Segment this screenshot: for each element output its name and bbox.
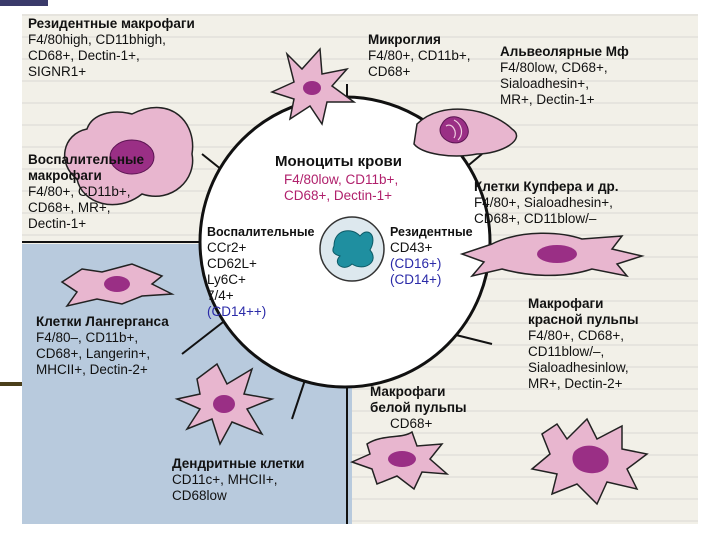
- red-pulp-macrophages-label: Макрофаги красной пульпы F4/80+, CD68+, …: [528, 296, 639, 392]
- center-markers: F4/80low, CD11b+, CD68+, Dectin-1+: [284, 172, 398, 204]
- resident-monocyte-title: Резидентные: [390, 225, 473, 239]
- label-title: белой пульпы: [370, 400, 467, 415]
- inflammatory-monocyte-title: Воспалительные: [207, 225, 315, 239]
- inflammatory-monocyte-block: Воспалительные CCr2+ CD62L+ Ly6C+ 7/4+ (…: [207, 224, 314, 320]
- label-title: Макрофаги: [528, 296, 604, 311]
- kupffer-cells-label: Клетки Купфера и др. F4/80+, Sialoadhesi…: [474, 179, 619, 227]
- microglia-cell: [269, 47, 357, 126]
- alveolar-macrophage-cell: [413, 108, 518, 157]
- label-title: Дендритные клетки: [172, 456, 305, 471]
- label-title: Альвеолярные Мф: [500, 44, 629, 59]
- label-line: F4/80+, Sialoadhesin+,: [474, 195, 613, 210]
- alveolar-macrophages-label: Альвеолярные Мф F4/80low, CD68+, Siaload…: [500, 44, 629, 108]
- label-line: CD68+, CD11blow/–: [474, 211, 597, 226]
- label-line: Dectin-1+: [28, 216, 87, 231]
- label-title: макрофаги: [28, 168, 102, 183]
- label-title: Резидентные макрофаги: [28, 16, 195, 31]
- marker-line: 7/4+: [207, 288, 234, 303]
- label-line: MHCII+, Dectin-2+: [36, 362, 148, 377]
- slide-side-marker: [0, 382, 22, 386]
- label-title: красной пульпы: [528, 312, 639, 327]
- label-title: Клетки Лангерганса: [36, 314, 169, 329]
- label-title: Клетки Купфера и др.: [474, 179, 619, 194]
- red-pulp-macrophage-cell: [530, 417, 649, 506]
- resident-macrophage-cell: [63, 106, 194, 206]
- marker-line: (CD14++): [207, 304, 267, 319]
- label-line: CD11blow/–,: [528, 344, 605, 359]
- label-line: F4/80low, CD68+,: [500, 60, 608, 75]
- center-title-block: Моноциты крови: [275, 154, 402, 170]
- label-line: F4/80–, CD11b+,: [36, 330, 139, 345]
- label-line: MR+, Dectin-2+: [528, 376, 623, 391]
- center-marker-line: F4/80low, CD11b+,: [284, 172, 399, 187]
- white-pulp-macrophage-cell: [349, 430, 450, 491]
- label-line: CD68+: [368, 64, 411, 79]
- microglia-label: Микроглия F4/80+, CD11b+, CD68+: [368, 32, 471, 80]
- label-line: Sialoadhesinlow,: [528, 360, 629, 375]
- label-line: CD68low: [172, 488, 227, 503]
- label-line: SIGNR1+: [28, 64, 87, 79]
- label-line: CD68+, Dectin-1+,: [28, 48, 140, 63]
- resident-macrophages-label: Резидентные макрофаги F4/80high, CD11bhi…: [28, 16, 195, 80]
- label-line: F4/80+, CD11b+,: [368, 48, 471, 63]
- marker-line: Ly6C+: [207, 272, 246, 287]
- label-title: Воспалительные: [28, 152, 145, 167]
- marker-line: CD62L+: [207, 256, 257, 271]
- label-title: Микроглия: [368, 32, 441, 47]
- label-line: F4/80+, CD68+,: [528, 328, 625, 343]
- resident-monocyte-block: Резидентные CD43+ (CD16+) (CD14+): [390, 224, 473, 288]
- label-line: Sialoadhesin+,: [500, 76, 589, 91]
- label-line: CD68+, MR+,: [28, 200, 111, 215]
- left-margin: [0, 0, 22, 540]
- marker-line: (CD14+): [390, 272, 442, 287]
- label-line: CD68+: [390, 416, 433, 431]
- slide-top-bar: [0, 0, 48, 6]
- label-line: MR+, Dectin-1+: [500, 92, 595, 107]
- marker-line: CCr2+: [207, 240, 247, 255]
- langerhans-cells-label: Клетки Лангерганса F4/80–, CD11b+, CD68+…: [36, 314, 169, 378]
- marker-line: (CD16+): [390, 256, 442, 271]
- marker-line: CD43+: [390, 240, 433, 255]
- center-marker-line: CD68+, Dectin-1+: [284, 188, 393, 203]
- center-title: Моноциты крови: [275, 153, 402, 170]
- label-line: CD11c+, MHCII+,: [172, 472, 278, 487]
- kupffer-cell: [459, 232, 645, 278]
- label-line: F4/80+, CD11b+,: [28, 184, 131, 199]
- diagram-slide: Моноциты крови F4/80low, CD11b+, CD68+, …: [22, 14, 698, 524]
- dendritic-cell: [174, 362, 275, 446]
- label-title: Макрофаги: [370, 384, 446, 399]
- inflammatory-macrophage-cell: [60, 263, 175, 308]
- label-line: CD68+, Langerin+,: [36, 346, 151, 361]
- inflammatory-macrophages-label: Воспалительные макрофаги F4/80+, CD11b+,…: [28, 152, 144, 232]
- dendritic-cells-label: Дендритные клетки CD11c+, MHCII+, CD68lo…: [172, 456, 304, 504]
- label-line: F4/80high, CD11bhigh,: [28, 32, 166, 47]
- white-pulp-macrophages-label: Макрофаги белой пульпы CD68+: [370, 384, 467, 432]
- monocyte-cell: [319, 216, 385, 282]
- diagram-art: [22, 47, 649, 524]
